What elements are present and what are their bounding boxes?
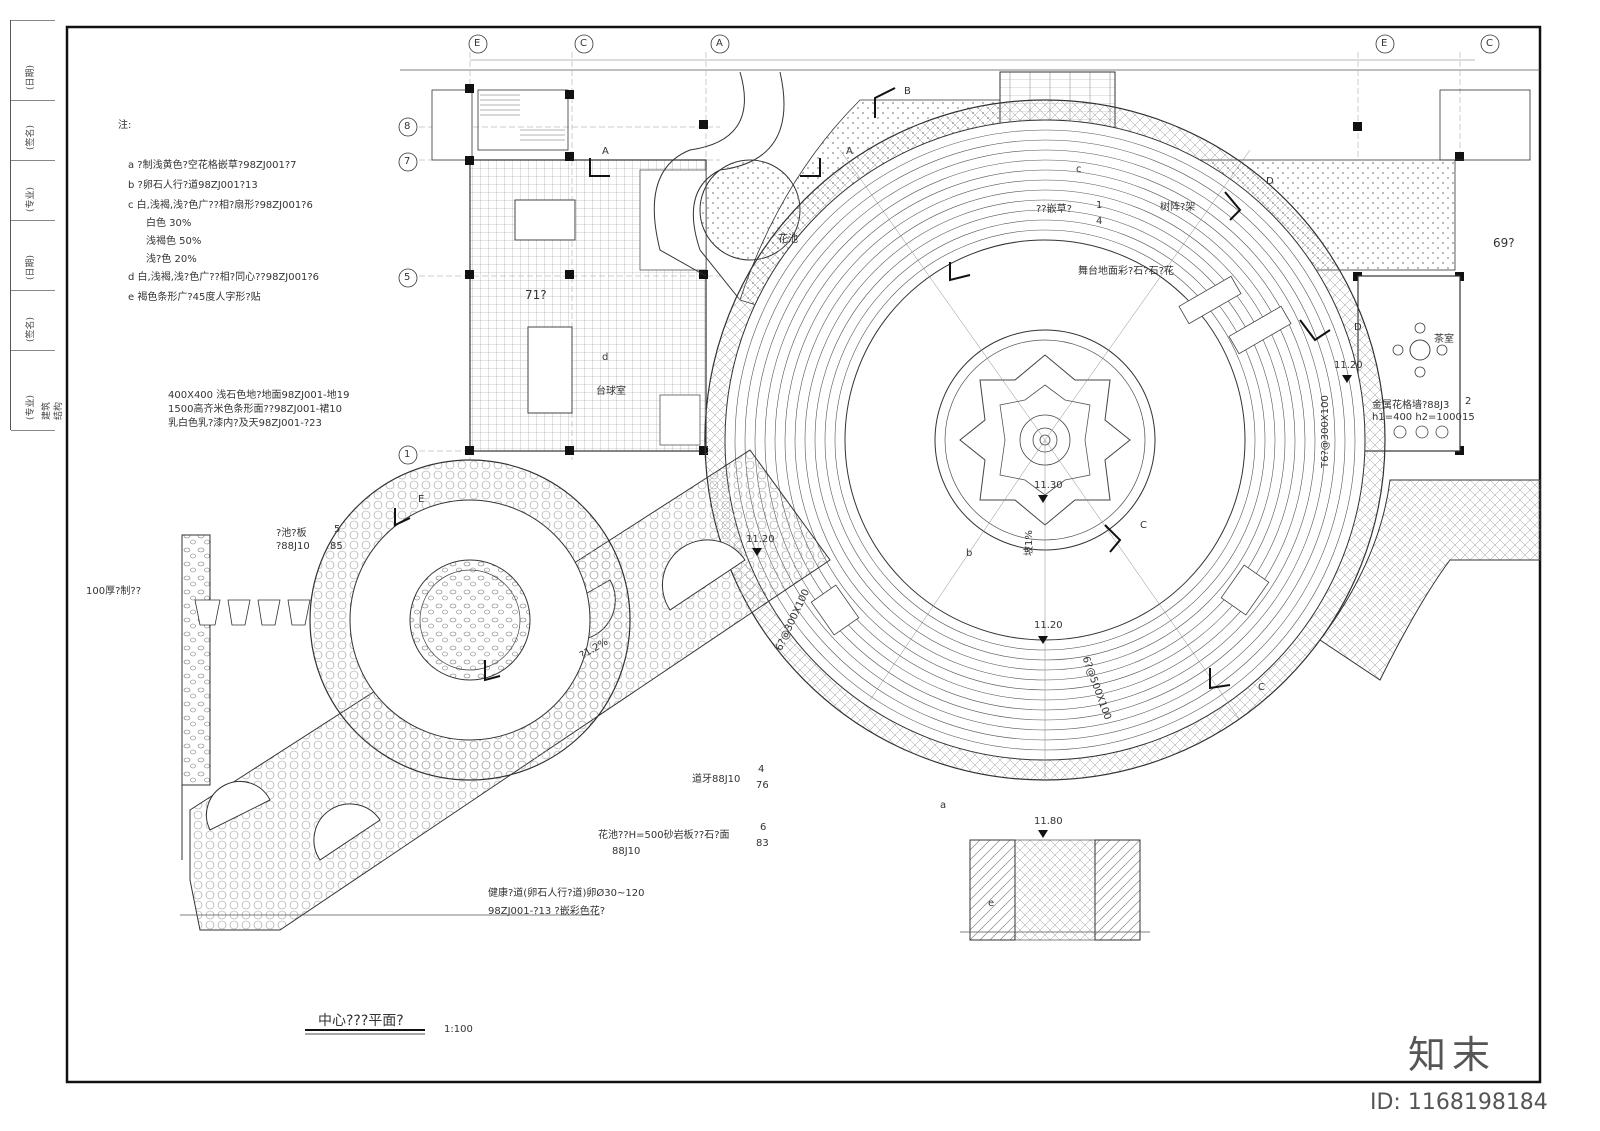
section-mark-label: C xyxy=(1258,682,1265,693)
tea-room-label: 茶室 xyxy=(1434,334,1454,345)
elevation-label: 11.20 xyxy=(746,534,775,545)
tb-cell-major-1: (专业) xyxy=(26,186,36,212)
elevation-label: 11.80 xyxy=(1034,816,1063,827)
plan-scale: 1:100 xyxy=(444,1024,473,1035)
slope-note: 坡1% xyxy=(1024,530,1035,556)
grid-row-label: 1 xyxy=(404,449,411,460)
note-line: 白色 30% xyxy=(146,218,192,229)
fence-height: h1=400 h2=1000 xyxy=(1372,412,1462,423)
note-line: 浅褐色 50% xyxy=(146,236,202,247)
section-mark-label: A xyxy=(846,146,853,157)
elevation-label: 11.20 xyxy=(1334,360,1363,371)
slope-note: T6?@300X100 xyxy=(1320,395,1331,468)
tb-cell-struct: 结构 xyxy=(54,401,64,420)
plan-title: 中心???平面? xyxy=(318,1013,404,1029)
grid-col-label: C xyxy=(1486,38,1493,49)
grid-row-label: 7 xyxy=(404,156,411,167)
pool-board-ref: ?88J10 xyxy=(276,541,310,552)
grid-col-label: C xyxy=(580,38,587,49)
flower-pool-label: 花池 xyxy=(778,234,798,245)
flower-pool-index: 6 xyxy=(760,822,767,833)
curb-index: 4 xyxy=(758,764,765,775)
legend-letter: b xyxy=(966,548,973,559)
title-block: (日期) (签名) (专业) (日期) (签名) (专业) 建筑 结构 xyxy=(10,20,64,431)
id-label: ID: 1168198184 xyxy=(1370,1090,1548,1115)
fence-index: 2 xyxy=(1465,396,1472,407)
fence-note: 金属花格墙?88J3 xyxy=(1372,400,1450,411)
path-ref: 98ZJ001-?13 ?嵌彩色花? xyxy=(488,906,606,917)
area-69-label: 69? xyxy=(1493,236,1515,250)
stage-spec: 舞台地面彩?石?石?花 xyxy=(1078,266,1174,277)
floor-spec: 乳白色乳?漆内?及天98ZJ001-?23 xyxy=(168,418,322,429)
section-mark-label: A xyxy=(602,146,609,157)
floor-spec: 1500高齐米色条形面??98ZJ001-裙10 xyxy=(168,404,343,415)
grass-note: ??嵌草? xyxy=(1036,204,1072,215)
note-line: b ?卵石人行?道98ZJ001?13 xyxy=(128,180,258,191)
flower-pool-page: 83 xyxy=(756,838,769,849)
flower-pool-spec: 花池??H=500砂岩板??石?面 xyxy=(598,830,730,841)
grid-row-label: 8 xyxy=(404,121,411,132)
flower-pool-ref: 88J10 xyxy=(612,846,641,857)
notes-heading: 注: xyxy=(118,120,132,131)
brand-logo: 知末 xyxy=(1408,1033,1497,1077)
billiard-room-label: 台球室 xyxy=(596,386,626,397)
floor-spec: 400X400 浅石色地?地面98ZJ001-地19 xyxy=(168,390,350,401)
tb-cell-sign-2: (签名) xyxy=(26,316,36,342)
note-line: 浅?色 20% xyxy=(146,254,197,265)
grid-col-label: E xyxy=(1381,38,1388,49)
tb-cell-sign-1: (签名) xyxy=(26,124,36,150)
grass-page: 4 xyxy=(1096,216,1103,227)
curb-note: 道牙88J10 xyxy=(692,774,741,785)
section-mark-label: E xyxy=(418,494,425,505)
grid-col-label: A xyxy=(716,38,723,49)
elevation-label: 11.20 xyxy=(1034,620,1063,631)
path-spec: 健康?道(卵石人行?道)卵Ø30~120 xyxy=(488,888,645,899)
area-71-label: 71? xyxy=(525,288,547,302)
tree-label: 树阵?架 xyxy=(1160,202,1196,213)
elevation-label: 11.30 xyxy=(1034,480,1063,491)
note-line: d 白,浅褐,浅?色广??相?同心??98ZJ001?6 xyxy=(128,272,320,283)
legend-letter: d xyxy=(602,352,609,363)
grid-col-label: E xyxy=(474,38,481,49)
tb-cell-date-1: (日期) xyxy=(26,64,36,90)
pool-board-page: 85 xyxy=(330,541,343,552)
legend-letter: e xyxy=(988,898,995,909)
section-mark-label: C xyxy=(1140,520,1147,531)
grid-row-label: 5 xyxy=(404,272,411,283)
grass-index: 1 xyxy=(1096,200,1103,211)
legend-letter: a xyxy=(940,800,947,811)
legend-letter: c xyxy=(1076,164,1082,175)
section-mark-label: D xyxy=(1266,176,1274,187)
wall-note: 100厚?制?? xyxy=(86,586,142,597)
pool-board-index: 5 xyxy=(334,524,341,535)
fence-page: 15 xyxy=(1462,412,1475,423)
note-line: a ?制浅黄色?空花格嵌草?98ZJ001?7 xyxy=(128,160,297,171)
tb-cell-date-2: (日期) xyxy=(26,254,36,280)
curb-page: 76 xyxy=(756,780,769,791)
section-mark-label: B xyxy=(904,86,911,97)
section-mark-label: D xyxy=(1354,322,1362,333)
note-line: e 褐色条形广?45度人字形?贴 xyxy=(128,292,261,303)
pool-board-note: ?池?板 xyxy=(276,528,307,539)
note-line: c 白,浅褐,浅?色广??相?扇形?98ZJ001?6 xyxy=(128,200,313,211)
tb-cell-major-2: (专业) xyxy=(26,394,36,420)
